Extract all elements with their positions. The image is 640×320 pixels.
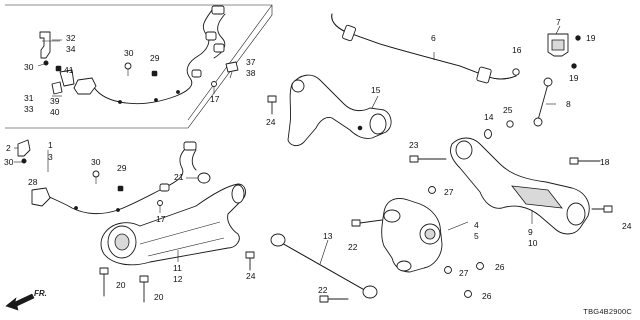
callout-6: 6 [431, 33, 436, 43]
callout-37: 37 [246, 57, 256, 67]
callout-30: 30 [124, 48, 134, 58]
callout-31: 31 [24, 93, 34, 103]
bolt-17-lower [157, 200, 163, 213]
bolt-30-lower-a [92, 170, 100, 184]
bolt-20b [139, 275, 149, 303]
bolt-23 [409, 155, 447, 163]
clip-29-upper [151, 70, 158, 77]
callout-18: 18 [600, 157, 610, 167]
callout-26: 26 [495, 262, 505, 272]
callout-24: 24 [266, 117, 276, 127]
bolt-24-upper-arm [267, 95, 277, 115]
rear-knuckle [381, 198, 443, 273]
callout-32: 32 [66, 33, 76, 43]
nut-16 [512, 68, 520, 76]
callout-23: 23 [409, 140, 419, 150]
bolt-22-lower-link [319, 295, 349, 303]
bolt-22-knuckle [351, 219, 383, 227]
callout-14: 14 [484, 112, 494, 122]
callout-22: 22 [318, 285, 328, 295]
harness-bracket-lower [17, 139, 31, 164]
washer-14 [484, 129, 492, 139]
wheel-speed-sensor-harness-lower [31, 141, 197, 215]
callout-21: 21 [174, 172, 184, 182]
lower-control-arm [449, 137, 590, 235]
callout-17: 17 [156, 214, 166, 224]
callout-16: 16 [512, 45, 522, 55]
lower-link [270, 233, 378, 299]
callout-11: 11 [173, 263, 182, 273]
callout-22: 22 [348, 242, 358, 252]
callout-20: 20 [154, 292, 164, 302]
callout-19: 19 [586, 33, 596, 43]
callout-13: 13 [323, 231, 333, 241]
bolt-17-upper [211, 81, 217, 94]
sensor-harness-box-outline [5, 4, 273, 129]
callout-8: 8 [566, 99, 571, 109]
bolt-24-right [591, 205, 613, 213]
nut-25 [506, 120, 514, 128]
leader-lines [14, 25, 561, 265]
callout-34: 34 [66, 44, 76, 54]
stabilizer-link-8 [533, 77, 553, 127]
lower-arm [100, 183, 246, 266]
bolt-21 [186, 172, 211, 184]
callout-20: 20 [116, 280, 126, 290]
callout-2: 2 [6, 143, 11, 153]
callout-15: 15 [371, 85, 381, 95]
callout-7: 7 [556, 17, 561, 27]
callout-25: 25 [503, 105, 513, 115]
callout-39: 39 [50, 96, 60, 106]
front-direction-arrow [5, 293, 35, 311]
bolt-30-upper [124, 62, 132, 76]
callout-24: 24 [246, 271, 256, 281]
callout-28: 28 [28, 177, 38, 187]
callout-5: 5 [474, 231, 479, 241]
front-direction-label: FR. [34, 289, 47, 298]
callout-26: 26 [482, 291, 492, 301]
callout-29: 29 [117, 163, 127, 173]
callout-30: 30 [91, 157, 101, 167]
callout-4: 4 [474, 220, 479, 230]
harness-bracket-upper [39, 31, 60, 66]
callout-38: 38 [246, 68, 256, 78]
clip-37-38 [225, 61, 239, 79]
callout-17: 17 [210, 94, 220, 104]
stabilizer-bar [331, 13, 517, 84]
callout-3: 3 [48, 152, 53, 162]
bolt-20a [99, 267, 109, 297]
callout-27: 27 [459, 268, 469, 278]
callout-12: 12 [173, 274, 183, 284]
nuts-26-27 [428, 186, 484, 298]
callout-27: 27 [444, 187, 454, 197]
callout-9: 9 [528, 227, 533, 237]
wheel-speed-sensor-harness-upper [59, 5, 226, 105]
callout-1: 1 [48, 140, 53, 150]
callout-33: 33 [24, 104, 34, 114]
bolt-24-lower-link [245, 251, 255, 271]
callout-30: 30 [24, 62, 34, 72]
callout-29: 29 [150, 53, 160, 63]
stabilizer-bracket-7 [547, 33, 569, 57]
bolt-18 [569, 157, 601, 165]
callout-41: 41 [64, 65, 74, 75]
diagram-code: TBG4B2900C [583, 307, 632, 316]
callout-24: 24 [622, 221, 632, 231]
upper-arm [287, 74, 392, 147]
callout-10: 10 [528, 238, 538, 248]
bolts-19 [571, 35, 581, 69]
callout-30: 30 [4, 157, 14, 167]
callout-19: 19 [569, 73, 579, 83]
clip-29-lower [117, 185, 124, 192]
clips-39-41 [51, 65, 63, 95]
callout-40: 40 [50, 107, 60, 117]
